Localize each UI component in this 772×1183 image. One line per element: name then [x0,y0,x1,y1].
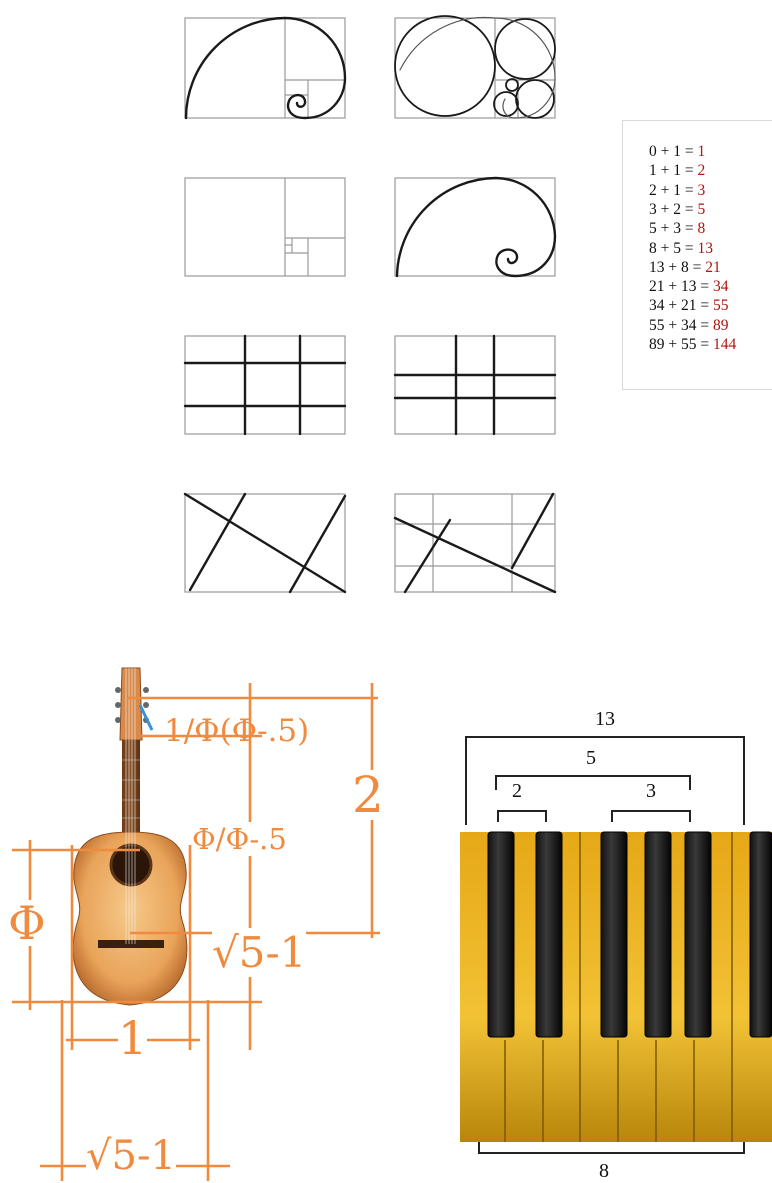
grid-panel-1 [184,335,346,435]
composition-grids [183,15,557,594]
fibonacci-brackets [465,736,745,1154]
diagonal-lines-2 [393,492,557,594]
guitar-illustration [72,667,188,1006]
fibonacci-result: 1 [697,143,706,160]
guitar-measure-lines [12,683,380,1181]
golden-spiral-1 [184,16,347,120]
fibonacci-expression: 2 + 1 = [649,181,698,199]
fibonacci-row: 3 + 2 = 5 [649,201,705,219]
fibonacci-result: 3 [697,181,706,199]
fibonacci-row: 13 + 8 = 21 [649,259,721,277]
spiral-panel-1 [184,17,346,119]
fibonacci-result: 144 [712,336,737,353]
fibonacci-row: 8 + 5 = 13 [649,240,713,258]
piano-keys [460,831,772,1142]
fibonacci-row: 2 + 1 = 3 [649,182,705,200]
fibonacci-expression: 3 + 2 = [649,200,698,218]
fibonacci-expression: 13 + 8 = [649,258,706,276]
fibonacci-result: 55 [712,297,729,315]
fibonacci-result: 89 [712,316,729,334]
grid-lines-1 [183,334,347,436]
guitar-diagram [12,667,380,1181]
fibonacci-result: 5 [697,200,706,218]
fibonacci-result: 13 [697,239,713,257]
piano-diagram [460,736,772,1154]
fibonacci-result: 34 [712,278,729,296]
fibonacci-expression: 21 + 13 = [649,278,713,296]
fibonacci-expression: 34 + 21 = [649,297,713,315]
bracket-2-label: 2 [512,780,522,802]
fibonacci-row: 21 + 13 = 34 [649,278,728,296]
golden-spiral-2 [395,176,557,278]
fibonacci-expression: 5 + 3 = [649,220,698,238]
fibonacci-row: 89 + 55 = 144 [649,336,736,354]
diagonal-panel-2 [394,493,556,593]
bracket-13-label: 13 [595,708,615,730]
grid-panel-2 [394,335,556,435]
one-label: 1 [118,1011,148,1065]
fibonacci-expression: 1 + 1 = [649,162,698,180]
fibonacci-expression: 0 + 1 = [649,143,698,160]
bracket-5-label: 5 [586,747,596,769]
fibonacci-result: 2 [697,162,706,180]
phi-label: Φ [8,896,46,950]
circles-panel [394,17,556,119]
fibonacci-row: 55 + 34 = 89 [649,317,728,335]
fibonacci-row: 34 + 21 = 55 [649,297,728,315]
fibonacci-expression: 8 + 5 = [649,239,698,257]
fibonacci-expression: 89 + 55 = [649,336,713,353]
bracket-8-label: 8 [599,1160,609,1182]
two-label: 2 [352,766,384,824]
neck-ratio-label: Φ/Φ-.5 [192,822,287,856]
fibonacci-result: 21 [705,258,721,276]
golden-rectangles-panel [184,177,346,277]
root5-minus-1-right-label: √5-1 [212,928,307,977]
spiral-panel-2 [394,177,556,277]
diagonal-panel-1 [184,493,346,593]
fibonacci-result: 8 [697,220,706,238]
fibonacci-row: 5 + 3 = 8 [649,220,705,238]
headstock-ratio-label: 1/Φ(Φ-.5) [164,713,310,749]
fibonacci-expression: 55 + 34 = [649,316,713,334]
fibonacci-row: 1 + 1 = 2 [649,162,705,180]
root5-minus-1-bottom-label: √5-1 [86,1133,176,1179]
fibonacci-row: 0 + 1 = 1 [649,143,705,161]
bracket-3-label: 3 [646,780,656,802]
diagonal-lines-1 [183,492,347,594]
golden-circles [394,15,556,119]
grid-lines-2 [393,334,557,436]
